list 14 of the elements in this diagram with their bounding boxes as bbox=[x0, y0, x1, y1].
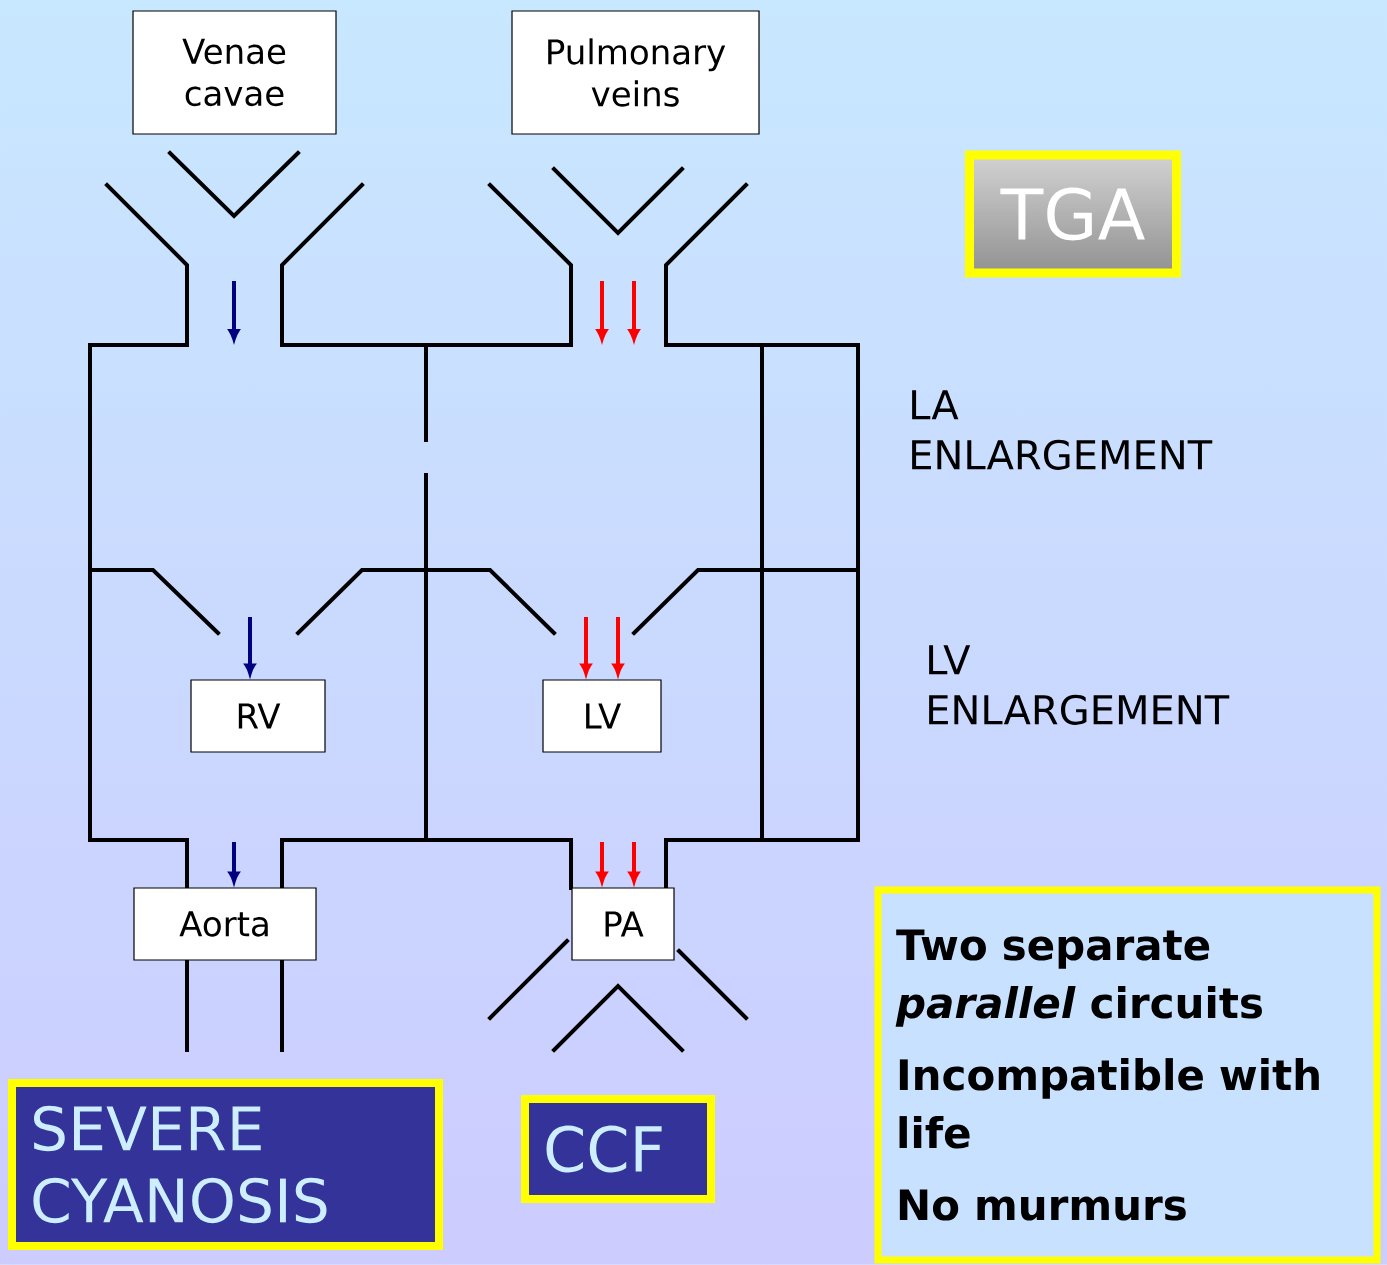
label-box: Venae cavae bbox=[132, 10, 337, 135]
title-box: TGA bbox=[965, 150, 1181, 278]
label-box: PA bbox=[571, 887, 675, 961]
arrow bbox=[228, 842, 240, 884]
arrow bbox=[244, 617, 256, 676]
label-box: RV bbox=[190, 679, 326, 753]
label-box: LV bbox=[542, 679, 662, 753]
note-box: Two separate parallel circuits Incompatible with life No murmurs bbox=[874, 886, 1381, 1264]
label-box: Pulmonary veins bbox=[511, 10, 760, 135]
annotation-text: LV ENLARGEMENT bbox=[929, 645, 1230, 725]
status-box: SEVERE CYANOSIS bbox=[8, 1079, 443, 1250]
annotation-text: LA ENLARGEMENT bbox=[912, 390, 1213, 470]
status-box: CCF bbox=[521, 1095, 715, 1203]
label-box: Aorta bbox=[133, 887, 317, 961]
